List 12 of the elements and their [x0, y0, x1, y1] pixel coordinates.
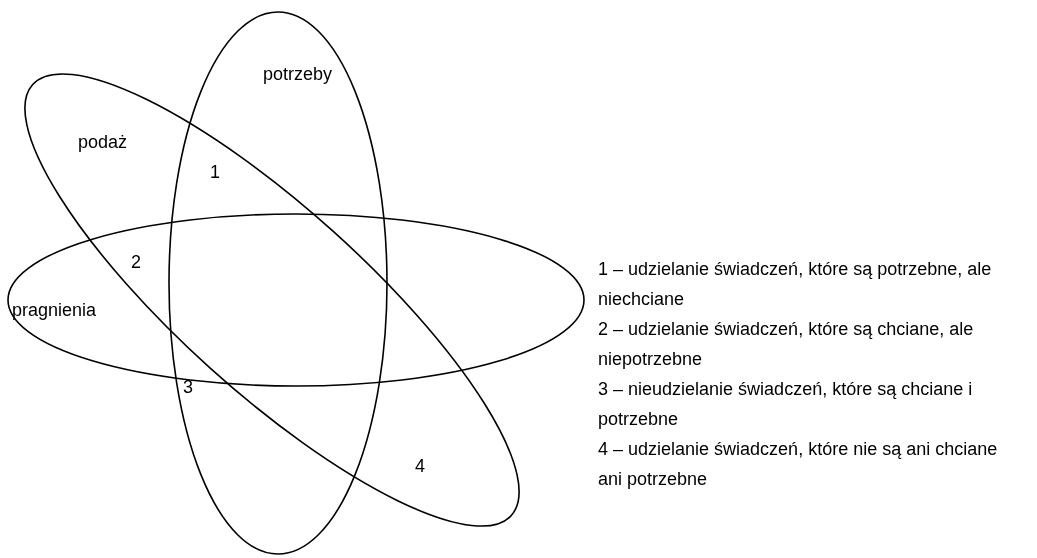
set-ellipse — [168, 11, 388, 555]
set-label: pragnienia — [12, 299, 97, 321]
region-description: 2 – udzielanie świadczeń, które są chciane, ale niepotrzebne — [598, 318, 975, 371]
region-description: 4 – udzielanie świadczeń, które nie są ani chciane ani potrzebne — [598, 438, 999, 491]
region-number: 4 — [415, 455, 425, 477]
set-label: podaż — [78, 131, 128, 153]
region-number: 3 — [183, 376, 193, 398]
region-number: 2 — [131, 251, 141, 273]
region-description: 1 – udzielanie świadczeń, które są potrzebne, ale niechciane — [598, 258, 993, 311]
set-label: potrzeby — [263, 63, 333, 85]
region-number: 1 — [210, 161, 220, 183]
region-description: 3 – nieudzielanie świadczeń, które są chciane i potrzebne — [598, 378, 974, 431]
